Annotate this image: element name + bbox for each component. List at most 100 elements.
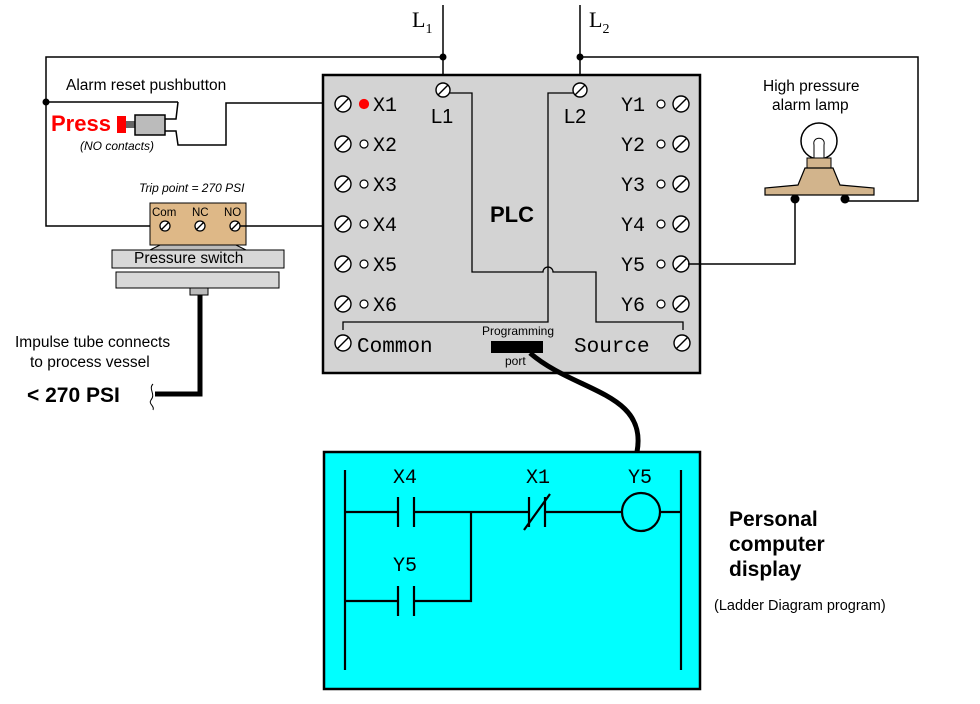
switch-terminal-com: Com (152, 207, 176, 219)
output-label: Y1 (621, 95, 645, 118)
plc-l2-terminal-label: L2 (564, 106, 586, 128)
pressure-switch: Trip point = 270 PSI Com NC NO Pressure … (111, 181, 335, 411)
input-label: X2 (373, 135, 397, 158)
pc-display-line3: display (729, 558, 802, 581)
output-label: Y2 (621, 135, 645, 158)
l1-label: L1 (412, 7, 432, 37)
output-label: Y6 (621, 295, 645, 318)
output-indicator (656, 259, 666, 269)
plc-l1-terminal-label: L1 (431, 106, 453, 128)
impulse-note: Impulse tube connects to process vessel … (15, 334, 170, 407)
input-terminal-x1: X1 (334, 95, 397, 118)
impulse-line1: Impulse tube connects (15, 334, 170, 351)
plc-common-label: Common (357, 336, 433, 359)
pushbutton-body (134, 114, 166, 136)
input-label: X4 (373, 215, 397, 238)
output-terminal-y5: Y5 (621, 255, 690, 278)
y5-to-lamp-wire (688, 201, 796, 265)
pc-display-line1: Personal (729, 508, 818, 531)
plc-body (321, 73, 702, 375)
programming-port (491, 341, 543, 353)
impulse-tube (155, 295, 203, 397)
output-label: Y5 (621, 255, 645, 278)
output-indicator (656, 99, 666, 109)
plc-l2-internal-wire (342, 92, 576, 330)
l2-junction (576, 53, 584, 61)
output-terminal-y4: Y4 (621, 215, 690, 238)
programming-cable (528, 351, 641, 453)
switch-housing (111, 249, 285, 269)
input-active-indicator (358, 98, 370, 110)
lamp-socket (806, 157, 832, 169)
plc-l1-internal-wire (448, 92, 684, 330)
impulse-line2: to process vessel (30, 354, 150, 371)
pressure-switch-label: Pressure switch (134, 250, 243, 267)
output-indicator (656, 219, 666, 229)
input-label: X5 (373, 255, 397, 278)
plc-common-source-screws (334, 334, 691, 352)
pc-display-caption: Personal computer display (Ladder Diagra… (714, 508, 886, 614)
ladder-x4-label: X4 (393, 467, 417, 490)
ladder-y5-contact-label: Y5 (393, 555, 417, 578)
input-indicator (359, 179, 369, 189)
alarm-reset-pushbutton: Alarm reset pushbutton Press (NO contact… (46, 77, 335, 153)
input-terminal-x2: X2 (334, 135, 397, 158)
l1-branch-left (45, 56, 443, 227)
press-label: Press (51, 111, 111, 136)
ladder-wiring (343, 470, 683, 670)
pushbutton-contact-top (165, 101, 179, 120)
lamp-terminal-right (840, 194, 850, 204)
input-terminal-x3: X3 (334, 175, 397, 198)
pushbutton-plunger (117, 116, 126, 133)
switch-base (115, 271, 280, 289)
output-terminal-y2: Y2 (621, 135, 690, 158)
l2-label: L2 (589, 7, 609, 37)
output-terminal-y3: Y3 (621, 175, 690, 198)
l2-branch-lamp (580, 56, 919, 202)
impulse-tube-break (149, 383, 154, 411)
output-indicator (656, 179, 666, 189)
trip-point-label: Trip point = 270 PSI (139, 181, 245, 195)
pc-display-caption-text: (Ladder Diagram program) (714, 598, 886, 614)
input-terminal-x6: X6 (334, 295, 397, 318)
input-label: X3 (373, 175, 397, 198)
output-label: Y4 (621, 215, 645, 238)
switch-port (189, 287, 209, 296)
output-indicator (656, 299, 666, 309)
ladder-x1-label: X1 (526, 467, 550, 490)
input-indicator (359, 299, 369, 309)
lamp-title-1: High pressure (763, 78, 860, 95)
power-rails: L1 L2 (42, 5, 919, 227)
switch-screws (159, 220, 241, 232)
pushbutton-stem (126, 121, 135, 128)
pushbutton-title: Alarm reset pushbutton (66, 77, 226, 94)
lamp-base (764, 167, 875, 196)
switch-terminal-no: NO (224, 207, 241, 219)
output-label: Y3 (621, 175, 645, 198)
x1-contact-slash (523, 493, 551, 531)
input-terminal-x4: X4 (334, 215, 397, 238)
output-terminal-y6: Y6 (621, 295, 690, 318)
input-indicator (359, 259, 369, 269)
output-terminal-y1: Y1 (621, 95, 690, 118)
switch-terminal-nc: NC (192, 207, 209, 219)
input-indicator (359, 139, 369, 149)
l1-junction (439, 53, 447, 61)
pc-display-line2: computer (729, 533, 825, 556)
lamp-filament (813, 137, 825, 160)
lamp-bulb (800, 122, 838, 160)
lamp-terminal-left (790, 194, 800, 204)
ladder-screen (322, 450, 702, 691)
programming-port-label: Programming (482, 324, 554, 338)
pushbutton-contact-bottom (165, 102, 335, 146)
input-label: X6 (373, 295, 397, 318)
ladder-y5-coil-label: Y5 (628, 467, 652, 490)
ladder-diagram-screen: X4 X1 Y5 Y5 (322, 450, 702, 691)
contacts-note: (NO contacts) (80, 139, 154, 153)
input-label: X1 (373, 95, 397, 118)
plc-source-label: Source (574, 336, 650, 359)
